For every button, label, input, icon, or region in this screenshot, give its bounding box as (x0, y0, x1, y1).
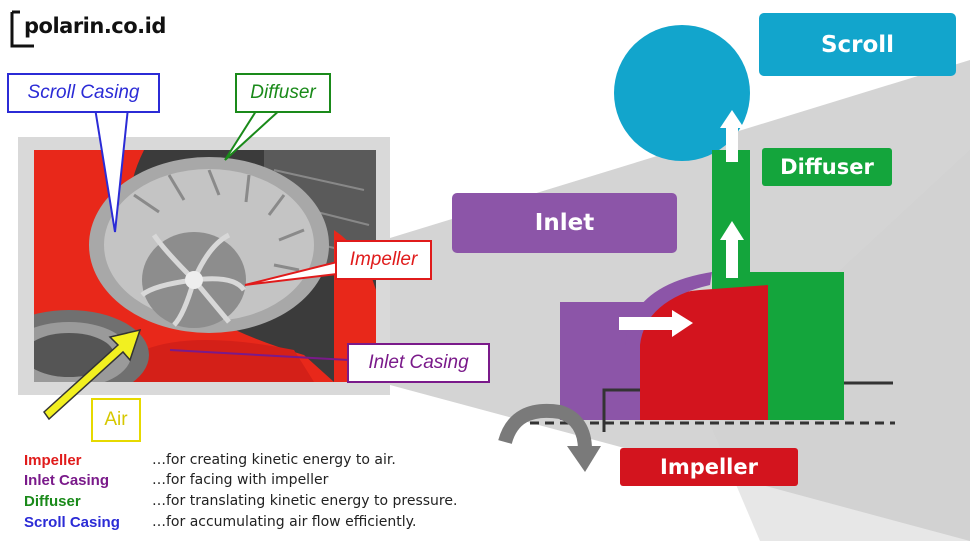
label-diffuser: Diffuser (762, 148, 892, 186)
flow-arrows (619, 110, 744, 337)
rotation-arrow-icon (498, 403, 601, 472)
scroll-shape (614, 25, 750, 161)
legend-desc: …for accumulating air flow efficiently. (152, 514, 417, 530)
label-scroll: Scroll (759, 13, 956, 76)
label-impeller: Impeller (620, 448, 798, 486)
callout-inlet-casing: Inlet Casing (347, 343, 490, 383)
logo-text: polarin.co.id (24, 14, 166, 38)
air-arrow-icon (43, 328, 142, 421)
legend-desc: …for creating kinetic energy to air. (152, 452, 396, 468)
site-logo[interactable]: polarin.co.id (10, 10, 166, 48)
callout-scroll-casing: Scroll Casing (7, 73, 160, 113)
legend-name: Impeller (24, 452, 82, 469)
label-inlet: Inlet (452, 193, 677, 253)
callout-diffuser: Diffuser (235, 73, 331, 113)
legend-desc: …for facing with impeller (152, 472, 329, 488)
legend-name: Diffuser (24, 493, 81, 510)
callout-impeller: Impeller (335, 240, 432, 280)
callout-air: Air (91, 398, 141, 442)
legend-name: Scroll Casing (24, 514, 120, 531)
legend-name: Inlet Casing (24, 472, 110, 489)
legend-desc: …for translating kinetic energy to press… (152, 493, 458, 509)
